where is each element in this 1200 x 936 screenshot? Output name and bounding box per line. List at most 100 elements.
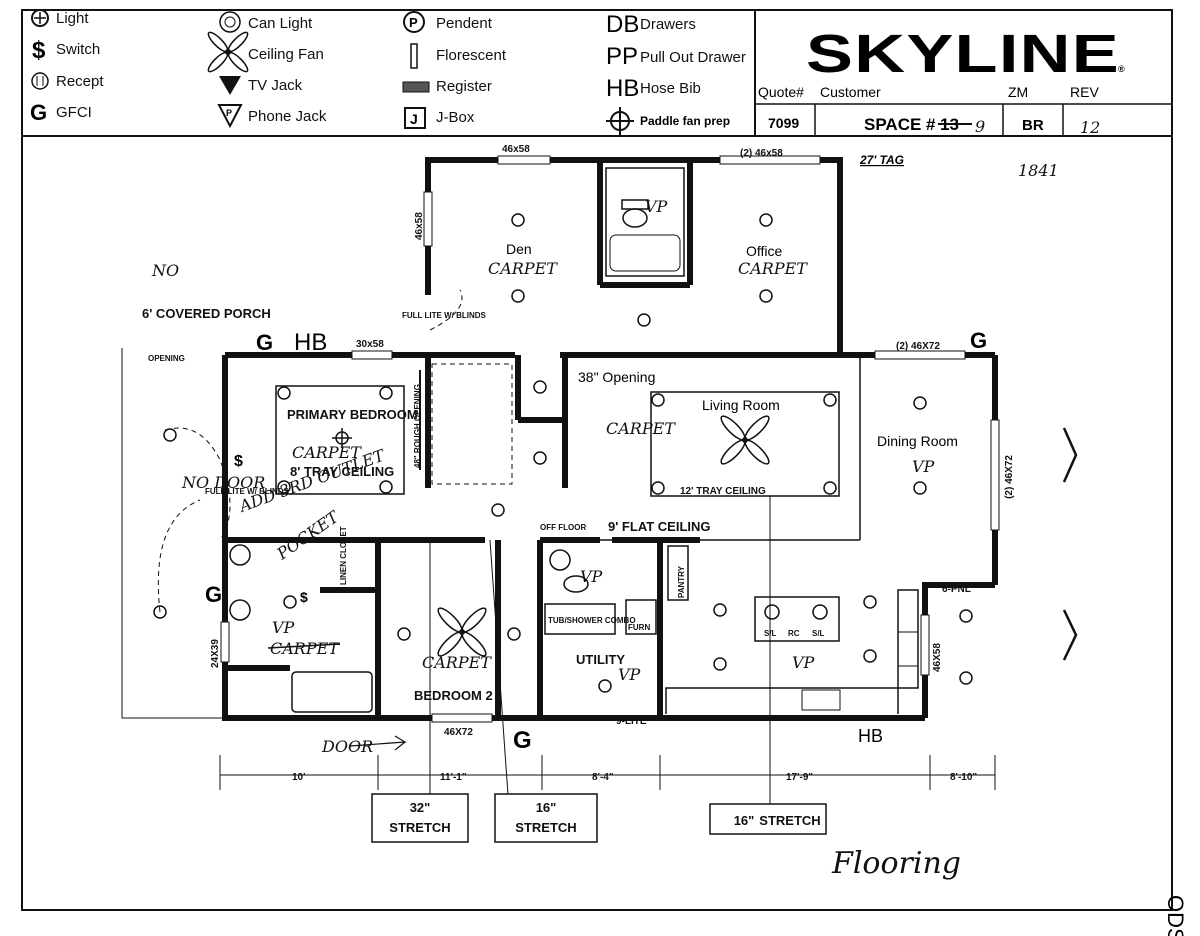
handwritten-pocket: POCKET [273,507,343,564]
living-tray-ceiling [650,391,840,497]
light-icon [277,480,291,494]
window-label: 30x58 [356,339,384,350]
door-label: FULL LITE W/ BLINDS [402,311,487,320]
window-kitchen-right [920,614,930,676]
switch-icon: $ [32,37,46,64]
stretch-label: STRETCH [515,820,576,835]
light-icon [863,649,877,663]
door-label: FULL LITE W/ BLINDS [205,487,290,496]
svg-text:P: P [226,108,232,118]
tub-shower-combo [544,603,616,635]
space-label: SPACE # [864,115,936,134]
toilet-icon [563,575,589,593]
handwritten-no-porch: NO [151,261,179,280]
legend-label: TV Jack [248,77,303,94]
room-label-office: Office [746,243,783,259]
toilet-icon [622,208,648,228]
switch-icon: $ [234,453,243,470]
window-den-top [497,155,551,165]
light-icon [823,481,837,495]
legend-item-recept: Recept [31,72,104,90]
stretch-size: 16" [734,813,755,828]
legend-item-hose-bib: HB Hose Bib [606,75,701,102]
ceiling-fan-icon [720,415,770,465]
phone-jack-icon [217,104,243,129]
handwritten-door: DOOR [321,737,373,756]
chevron-right-icon [1062,427,1078,483]
pendent-icon [764,604,780,620]
light-icon [959,609,973,623]
title-block: SKYLINE ® Quote# Customer ZM REV 7099 SP… [755,24,1172,137]
sink-icon [229,544,251,566]
pendent-icon [403,11,425,33]
chevron-right-icon [1062,609,1078,661]
light-icon [283,595,297,609]
handwritten-code: 1841 [1018,161,1059,180]
handwritten-bed2-floor: CARPET [422,653,492,672]
dimension-label: 11'-1" [440,772,467,783]
light-icon [163,428,177,442]
room-label-dining-room: Dining Room [877,433,958,449]
margin-code: ODS [1163,895,1188,936]
hose-bib-icon: HB [858,726,883,746]
svg-text:P: P [409,15,418,30]
master-tub [291,671,373,713]
handwritten-bath-floor: VP [272,618,295,637]
pantry-box [667,545,689,601]
window-label: (2) 46X72 [1004,455,1015,499]
handwritten-hall-bath-floor: VP [580,567,603,586]
primary-tray-ceiling [275,385,405,495]
florescent-icon [410,43,418,69]
legend-label: Phone Jack [248,108,327,125]
sheet-border [21,9,1173,911]
porch-opening-label: OPENING [148,354,185,363]
window-dining-right [990,419,1000,531]
quote-header: Quote# [758,84,804,100]
range [801,689,841,711]
island-label: S/L [812,629,825,638]
legend-label: Pull Out Drawer [640,49,746,66]
handwritten-dining-floor: VP [912,457,935,476]
legend-label: Paddle fan prep [640,114,730,128]
tag-label: 27' TAG [859,153,904,167]
kitchen-island [754,596,840,642]
light-icon [598,679,612,693]
window-office-top [719,155,821,165]
room-label-living-room: Living Room [702,397,780,413]
brand-logo: SKYLINE [806,24,1120,84]
dimension-label: 8'-10" [950,772,977,783]
paddle-fan-prep-icon [606,107,634,135]
furnace [625,599,657,635]
light-icon [913,481,927,495]
window-label: 46X58 [932,643,943,672]
window-bed2-bottom [431,713,493,723]
hose-bib-icon: HB [606,75,639,102]
legend-item-switch: $ Switch [32,37,100,64]
gfci-icon: G [256,330,273,355]
handwritten-den-floor: CARPET [488,259,558,278]
legend-label: Recept [56,73,104,90]
dimension-label: 8'-4" [592,772,614,783]
ceiling-label: 9' FLAT CEILING [608,519,711,534]
legend-label: Ceiling Fan [248,46,324,63]
legend-item-drawers: DB Drawers [606,11,696,38]
light-icon [863,595,877,609]
ceiling-label: 8' TRAY CEILING [290,464,394,479]
handwritten-bath-struck: CARPET [270,639,340,658]
stretch-label: STRETCH [389,820,450,835]
ceiling-fan-icon [207,31,249,73]
legend-item-j-box: J J-Box [404,107,475,129]
legend-item-tv-jack: TV Jack [219,76,303,95]
door-label: 9-LITE [616,716,647,727]
legend-item-florescent: Florescent [410,43,507,69]
opening-label: 38" Opening [578,369,655,385]
legend-item-paddle-fan-prep: Paddle fan prep [606,107,730,135]
tv-jack-icon [219,76,241,95]
stretch-box-16-b: 16" STRETCH [709,803,827,835]
light-icon [533,380,547,394]
door-label: 6-PNL [942,584,971,595]
light-icon [533,451,547,465]
room-label-pantry: PANTRY [677,565,686,598]
j-box-icon [404,107,426,129]
